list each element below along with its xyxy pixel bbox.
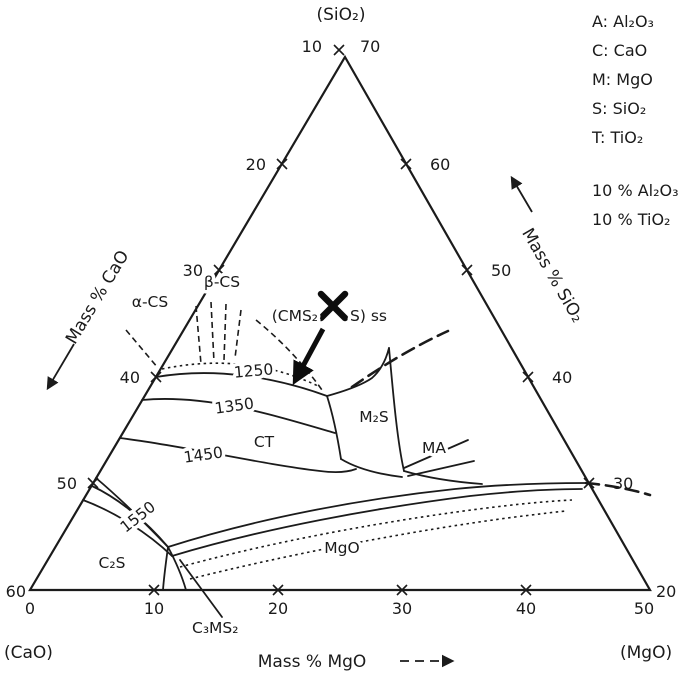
cao-axis-arrow	[46, 343, 75, 391]
alpha-cs-dashed-boundary	[125, 329, 159, 369]
composition-arrow	[292, 327, 326, 386]
axis-title-sio2: Mass % SiO₂	[517, 225, 587, 326]
cms2-dashed-boundary	[255, 319, 323, 391]
beta-cs-dashed-fan-2	[210, 301, 215, 363]
c3ms2-leader-line	[179, 559, 223, 618]
phase-label-mgo: MgO	[324, 539, 359, 557]
phase-label-cms2-ss-left: (CMS₂	[272, 307, 318, 325]
isotherm-label-1250: 1250	[233, 360, 274, 381]
vertex-label-cao: (CaO)	[4, 643, 53, 663]
tick-label-right-50: 50	[491, 261, 511, 280]
tick-label-left-40: 40	[120, 368, 140, 387]
beta-cs-dashed-fan-4	[234, 309, 242, 359]
c3ms2-right-boundary	[167, 546, 187, 591]
dashed-boundary-upper-right	[350, 329, 450, 389]
mgo-liquidus-upper	[167, 482, 587, 548]
legend-item-t: T: TiO₂	[591, 128, 643, 147]
phase-label-c3ms2: C₃MS₂	[192, 619, 238, 637]
m2s-right-boundary	[388, 347, 405, 472]
legend-item-c: C: CaO	[592, 41, 647, 60]
tick-label-left-20: 20	[246, 155, 266, 174]
dashed-boundary-east	[584, 481, 652, 497]
tick-label-left-50: 50	[57, 474, 77, 493]
axis-title-mgo: Mass % MgO	[258, 652, 367, 672]
dotted-line-above-1250	[161, 362, 319, 387]
boundary-j1-j2	[326, 395, 342, 460]
phase-label-ma: MA	[422, 439, 446, 457]
legend-item-a: A: Al₂O₃	[592, 12, 654, 31]
mgo-liquidus-lower	[171, 488, 583, 557]
tick-label-left-30: 30	[183, 261, 203, 280]
tick-label-bottom-50: 50	[634, 599, 654, 618]
isotherm-1250-line	[155, 372, 328, 397]
tick-label-bottom-10: 10	[144, 599, 164, 618]
legend-item-s: S: SiO₂	[592, 99, 646, 118]
boundary-j3-east	[403, 470, 483, 485]
tick-label-right-20: 20	[656, 582, 676, 601]
ma-upper-boundary	[403, 439, 469, 469]
phase-label-alpha-cs: α-CS	[132, 293, 168, 311]
boundary-j2-j3	[340, 458, 403, 478]
tick-label-right-70: 70	[360, 37, 380, 56]
phase-label-c2s: C₂S	[99, 554, 126, 572]
isotherm-label-1450: 1450	[183, 443, 225, 466]
legend-condition-tio2: 10 % TiO₂	[592, 210, 670, 229]
tick-label-bottom-40: 40	[516, 599, 536, 618]
beta-cs-dashed-fan-3	[223, 303, 227, 361]
ma-lower-boundary	[407, 460, 475, 477]
m2s-left-boundary	[326, 347, 390, 397]
legend: A: Al₂O₃ C: CaO M: MgO S: SiO₂ T: TiO₂ 1…	[591, 12, 679, 229]
c2s-upper-boundary	[91, 485, 169, 548]
tick-label-bottom-30: 30	[392, 599, 412, 618]
edge-tick-marks	[87, 44, 595, 596]
vertex-label-mgo: (MgO)	[620, 643, 672, 663]
tick-label-right-30: 30	[613, 474, 633, 493]
phase-label-cms2-ss-right: S) ss	[350, 307, 387, 325]
legend-condition-al2o3: 10 % Al₂O₃	[592, 181, 679, 200]
tick-label-left-60: 60	[6, 582, 26, 601]
mgo-dotted-lower	[189, 510, 567, 580]
isotherm-1350-line	[141, 398, 336, 434]
tick-label-right-60: 60	[430, 155, 450, 174]
phase-label-m2s: M₂S	[359, 408, 388, 426]
triangle-outline	[28, 54, 652, 592]
mgo-dotted-upper	[179, 499, 573, 568]
phase-label-beta-cs: β-CS	[204, 273, 240, 291]
phase-label-ct: CT	[254, 433, 275, 451]
tick-label-bottom-0: 0	[25, 599, 35, 618]
isotherm-label-1350: 1350	[214, 394, 256, 417]
vertex-label-sio2: (SiO₂)	[317, 5, 366, 25]
legend-item-m: M: MgO	[592, 70, 653, 89]
c2s-lower-boundary	[82, 499, 173, 557]
tick-label-right-40: 40	[552, 368, 572, 387]
c3ms2-left-boundary	[162, 546, 169, 591]
sio2-axis-arrow	[510, 175, 533, 213]
isotherm-1450-line	[119, 437, 357, 473]
composition-x-marker	[317, 290, 349, 322]
beta-cs-dashed-fan-1	[195, 305, 202, 365]
axis-title-cao: Mass % CaO	[62, 247, 133, 348]
tick-label-left-10: 10	[302, 37, 322, 56]
tick-label-bottom-20: 20	[268, 599, 288, 618]
